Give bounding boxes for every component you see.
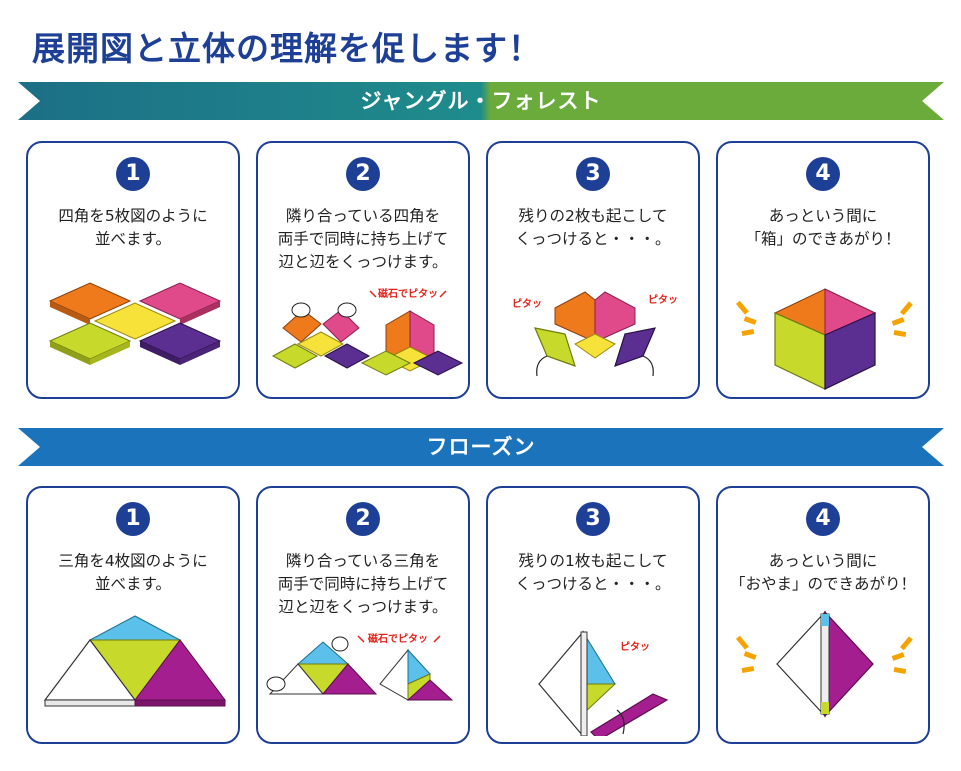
frozen-step-1-card: 1 三角を4枚図のように 並べます。 bbox=[26, 486, 240, 744]
section-title: フローズン bbox=[426, 435, 536, 459]
sparkle-icon bbox=[735, 300, 913, 337]
frozen-step-2-card: 2 隣り合っている三角を 両手で同時に持ち上げて 辺と辺をくっつけます。 磁石で… bbox=[256, 486, 470, 744]
section-banner-frozen: フローズン bbox=[18, 428, 944, 466]
section-title: ジャングル・フォレスト bbox=[360, 89, 602, 113]
frozen-step-3-card: 3 残りの1枚も起こして くっつけると・・・。 ピタッ bbox=[486, 486, 700, 744]
callout-text: 磁石でピタッ bbox=[378, 287, 438, 300]
step-number: 3 bbox=[576, 502, 610, 536]
step-line: 辺と辺をくっつけます。 bbox=[278, 598, 448, 616]
step-line: 隣り合っている三角を bbox=[285, 552, 441, 570]
jungle-step-4-card: 4 あっという間に 「箱」のできあがり！ bbox=[716, 141, 930, 399]
step-number: 4 bbox=[806, 502, 840, 536]
step-number: 1 bbox=[116, 502, 150, 536]
jungle-step-1-card: 1 四角を5枚図のように 並べます。 bbox=[26, 141, 240, 399]
step-line: 三角を4枚図のように bbox=[58, 552, 208, 570]
step-line: 「おやま」のできあがり！ bbox=[729, 575, 916, 593]
step-line: 隣り合っている四角を bbox=[285, 207, 441, 225]
banner-shape bbox=[18, 82, 944, 120]
frozen-step-4-card: 4 あっという間に 「おやま」のできあがり！ bbox=[716, 486, 930, 744]
step-line: あっという間に bbox=[768, 552, 878, 570]
callout-text: ピタッ bbox=[620, 641, 650, 653]
step-line: 四角を5枚図のように bbox=[58, 207, 208, 225]
step-number: 4 bbox=[806, 157, 840, 191]
step-line: 残りの1枚も起こして bbox=[518, 552, 668, 570]
folding-sides-illustration: ピタッ ピタッ bbox=[512, 291, 678, 377]
step-line: くっつけると・・・。 bbox=[515, 230, 671, 248]
step-text: あっという間に 「箱」のできあがり！ bbox=[718, 205, 928, 251]
callout-text-right: ピタッ bbox=[648, 294, 678, 306]
step-text: 残りの1枚も起こして くっつけると・・・。 bbox=[488, 550, 698, 596]
step-line: 辺と辺をくっつけます。 bbox=[278, 253, 448, 271]
step-line: 並べます。 bbox=[95, 575, 171, 593]
step-line: 並べます。 bbox=[95, 230, 171, 248]
step-line: 「箱」のできあがり！ bbox=[745, 230, 901, 248]
triangle-net-illustration bbox=[43, 615, 226, 707]
lifting-triangles-illustration: 磁石でピタッ bbox=[266, 632, 454, 701]
step-line: 両手で同時に持ち上げて bbox=[277, 575, 449, 593]
step-text: 四角を5枚図のように 並べます。 bbox=[28, 205, 238, 251]
lifting-squares-illustration: 磁石でピタッ bbox=[271, 287, 464, 376]
step-text: 残りの2枚も起こして くっつけると・・・。 bbox=[488, 205, 698, 251]
box-illustration bbox=[735, 288, 913, 390]
section-banner-jungle: ジャングル・フォレスト bbox=[18, 82, 944, 120]
folding-triangle-illustration: ピタッ bbox=[538, 630, 669, 736]
page-title: 展開図と立体の理解を促します！ bbox=[32, 29, 542, 68]
step-line: 両手で同時に持ち上げて bbox=[277, 230, 449, 248]
step-number: 2 bbox=[346, 157, 380, 191]
step-text: 三角を4枚図のように 並べます。 bbox=[28, 550, 238, 596]
step-line: 残りの2枚も起こして bbox=[518, 207, 668, 225]
callout-text-left: ピタッ bbox=[512, 298, 542, 310]
step-number: 1 bbox=[116, 157, 150, 191]
jungle-step-3-card: 3 残りの2枚も起こして くっつけると・・・。 ピタッ ピタッ bbox=[486, 141, 700, 399]
step-number: 3 bbox=[576, 157, 610, 191]
sparkle-icon bbox=[735, 635, 913, 674]
step-text: あっという間に 「おやま」のできあがり！ bbox=[718, 550, 928, 596]
step-text: 隣り合っている四角を 両手で同時に持ち上げて 辺と辺をくっつけます。 bbox=[258, 205, 468, 274]
callout-text: 磁石でピタッ bbox=[368, 632, 428, 645]
banner-shape bbox=[18, 428, 944, 466]
step-text: 隣り合っている三角を 両手で同時に持ち上げて 辺と辺をくっつけます。 bbox=[258, 550, 468, 619]
step-line: くっつけると・・・。 bbox=[515, 575, 671, 593]
jungle-step-2-card: 2 隣り合っている四角を 両手で同時に持ち上げて 辺と辺をくっつけます。 磁石で… bbox=[256, 141, 470, 399]
square-net-illustration bbox=[48, 282, 222, 365]
step-number: 2 bbox=[346, 502, 380, 536]
step-line: あっという間に bbox=[768, 207, 878, 225]
mountain-illustration bbox=[735, 610, 913, 718]
